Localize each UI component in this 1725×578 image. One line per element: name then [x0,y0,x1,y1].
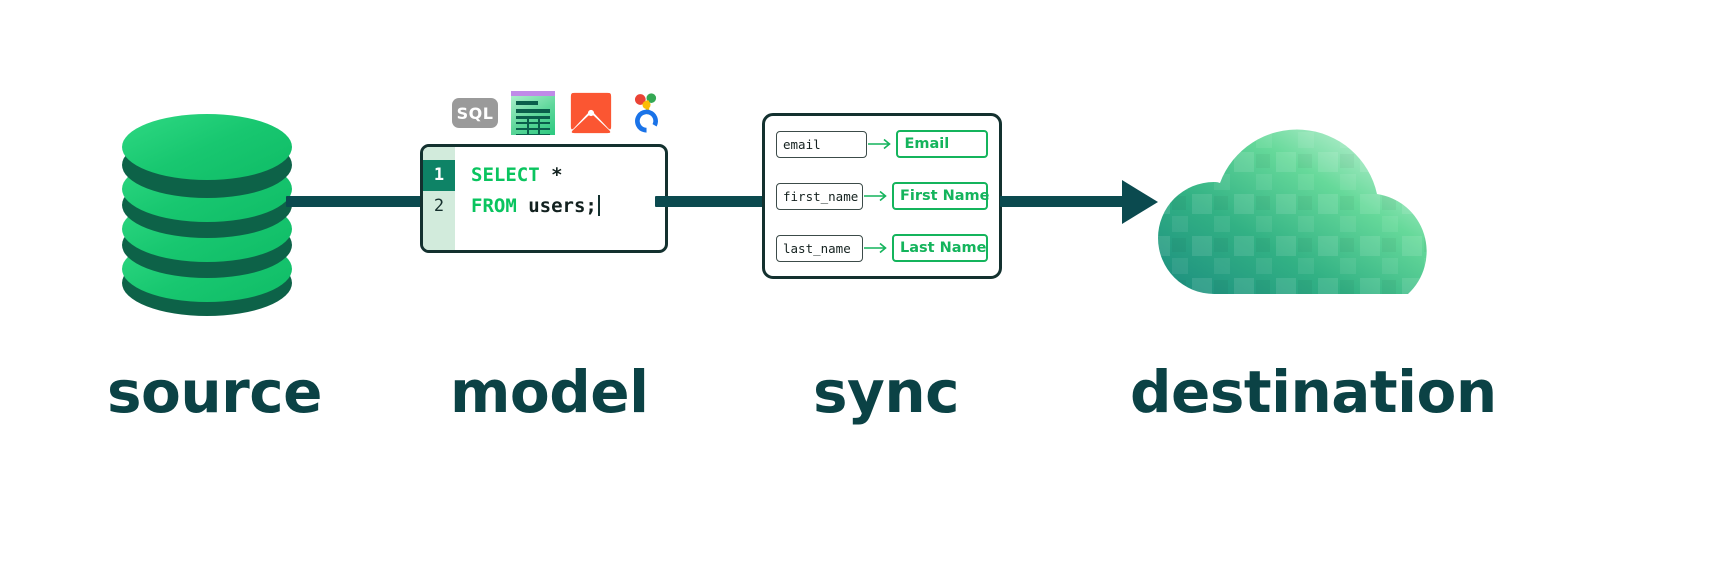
source-field[interactable]: last_name [776,234,863,262]
line-number-2: 2 [433,196,445,216]
connector-model-to-sync [655,196,775,207]
code-line-1: SELECT * [471,160,665,191]
editor-gutter: 1 2 [423,147,455,250]
mapping-arrow-icon [863,189,892,203]
google-sheets-icon [511,91,555,135]
sql-editor[interactable]: 1 2 SELECT *FROM users; [420,144,668,253]
mapping-row: first_name First Name [776,181,990,211]
editor-code-area[interactable]: SELECT *FROM users; [455,147,665,250]
destination-field[interactable]: First Name [892,182,990,210]
looker-icon [627,91,667,135]
sql-badge-icon: SQL [452,98,498,128]
mapping-row: last_name Last Name [776,233,988,263]
text-caret [597,195,600,216]
connector-source-to-model [286,196,428,207]
stage-label-source: source [107,358,322,426]
line-number-1: 1 [423,160,455,191]
source-field[interactable]: email [776,130,868,158]
sql-keyword-select: SELECT [471,164,540,186]
destination-field[interactable]: Last Name [892,234,988,262]
sql-keyword-from: FROM [471,195,517,217]
connector-sync-to-destination [1000,196,1140,207]
dbt-icon [568,90,614,136]
code-line-2: FROM users; [471,191,665,222]
model-tool-icons: SQL [452,90,667,136]
mapping-arrow-icon [863,241,892,255]
stage-label-sync: sync [813,358,960,426]
stage-label-model: model [450,358,649,426]
mapping-row: email Email [776,129,988,159]
destination-cloud-icon [1148,108,1444,294]
sql-rest-1: * [539,164,563,186]
source-database-icon [116,100,298,316]
arrow-head-icon [1122,180,1158,224]
mapping-arrow-icon [867,137,896,151]
stage-label-destination: destination [1130,358,1497,426]
sync-field-mapping-card: email Email first_name First Name last_n… [762,113,1002,279]
source-field[interactable]: first_name [776,182,863,210]
sql-rest-2: users; [516,195,597,217]
destination-field[interactable]: Email [896,130,988,158]
